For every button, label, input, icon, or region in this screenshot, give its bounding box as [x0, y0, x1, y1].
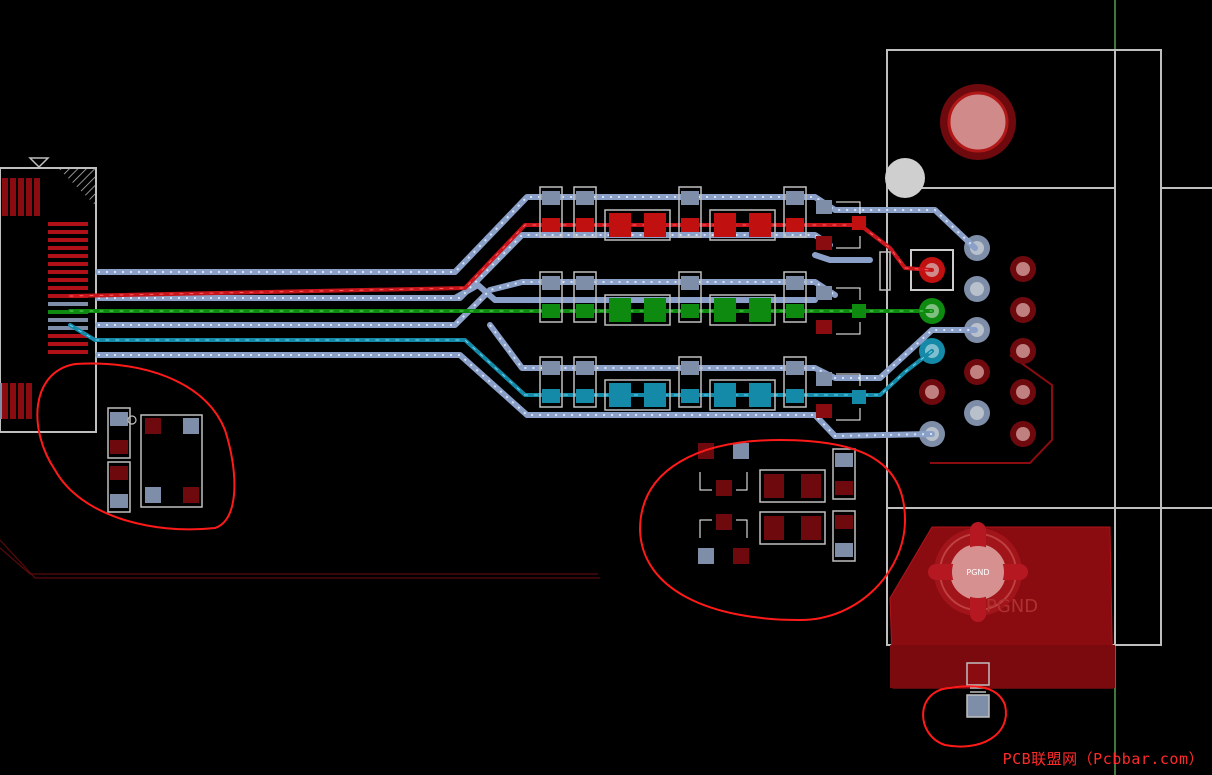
right-lower-components[interactable]: [698, 443, 856, 564]
cyan-signal-trace[interactable]: [68, 323, 934, 397]
red-outline-trace: [930, 354, 1053, 464]
component-row-red[interactable]: [539, 186, 866, 250]
trace-stitch-dots: [98, 196, 976, 438]
watermark-text: PCB联盟网（Pcbbar.com）: [1002, 750, 1204, 768]
markup-annotations: [36, 362, 1007, 748]
pgnd-pad[interactable]: [928, 522, 1028, 622]
pgnd-copper-label: PGND: [986, 596, 1038, 617]
component-row-cyan[interactable]: [539, 356, 866, 421]
connector-pins[interactable]: [910, 235, 1036, 447]
grey-traces[interactable]: [95, 194, 978, 439]
component-row-green[interactable]: [539, 251, 891, 335]
mounting-hole-grey[interactable]: [885, 158, 925, 198]
bottom-capacitor[interactable]: [966, 662, 990, 718]
pgnd-pad-label: PGND: [966, 568, 989, 577]
left-lower-components[interactable]: [107, 407, 203, 513]
mounting-hole-top[interactable]: [940, 84, 1016, 160]
board-edge-lines: [0, 539, 600, 579]
